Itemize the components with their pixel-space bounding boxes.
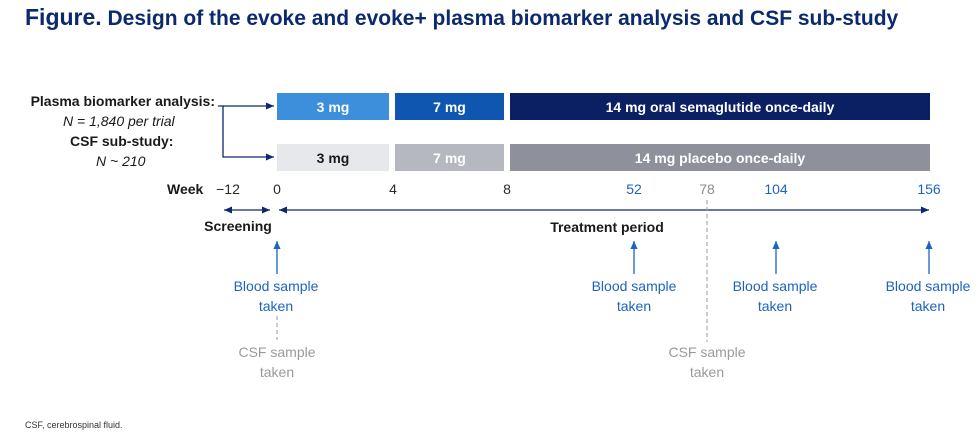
- screening-label: Screening: [204, 218, 272, 234]
- week-tick: 0: [273, 181, 281, 197]
- plasma-group-label: Plasma biomarker analysis:: [30, 93, 215, 109]
- week-axis-label: Week: [167, 181, 204, 197]
- active-bar-14mg: 14 mg oral semaglutide once-daily: [510, 93, 930, 120]
- week-tick: 156: [917, 181, 941, 197]
- week-tick: 78: [699, 181, 715, 197]
- treatment-period-label: Treatment period: [550, 219, 664, 235]
- figure-title: Figure. Design of the evoke and evoke+ p…: [25, 4, 898, 31]
- week-tick: −12: [216, 181, 240, 197]
- footnote: CSF, cerebrospinal fluid.: [25, 420, 123, 430]
- week-tick: 104: [764, 181, 788, 197]
- csf-group-n: N ~ 210: [96, 153, 146, 169]
- active-bar-3mg: 3 mg: [277, 93, 389, 120]
- placebo-bar-7mg: 7 mg: [395, 144, 504, 171]
- placebo-bar-14mg: 14 mg placebo once-daily: [510, 144, 930, 171]
- csf-group-label: CSF sub-study:: [70, 133, 174, 149]
- plasma-group-n: N = 1,840 per trial: [63, 113, 175, 129]
- figure-title-text: Design of the evoke and evoke+ plasma bi…: [107, 7, 899, 30]
- week-tick: 52: [626, 181, 642, 197]
- figure-title-lead: Figure.: [25, 4, 102, 30]
- week-tick: 4: [389, 181, 397, 197]
- week-tick: 8: [503, 181, 511, 197]
- active-bar-7mg: 7 mg: [395, 93, 504, 120]
- placebo-bar-3mg: 3 mg: [277, 144, 389, 171]
- randomization-connector: [218, 102, 274, 161]
